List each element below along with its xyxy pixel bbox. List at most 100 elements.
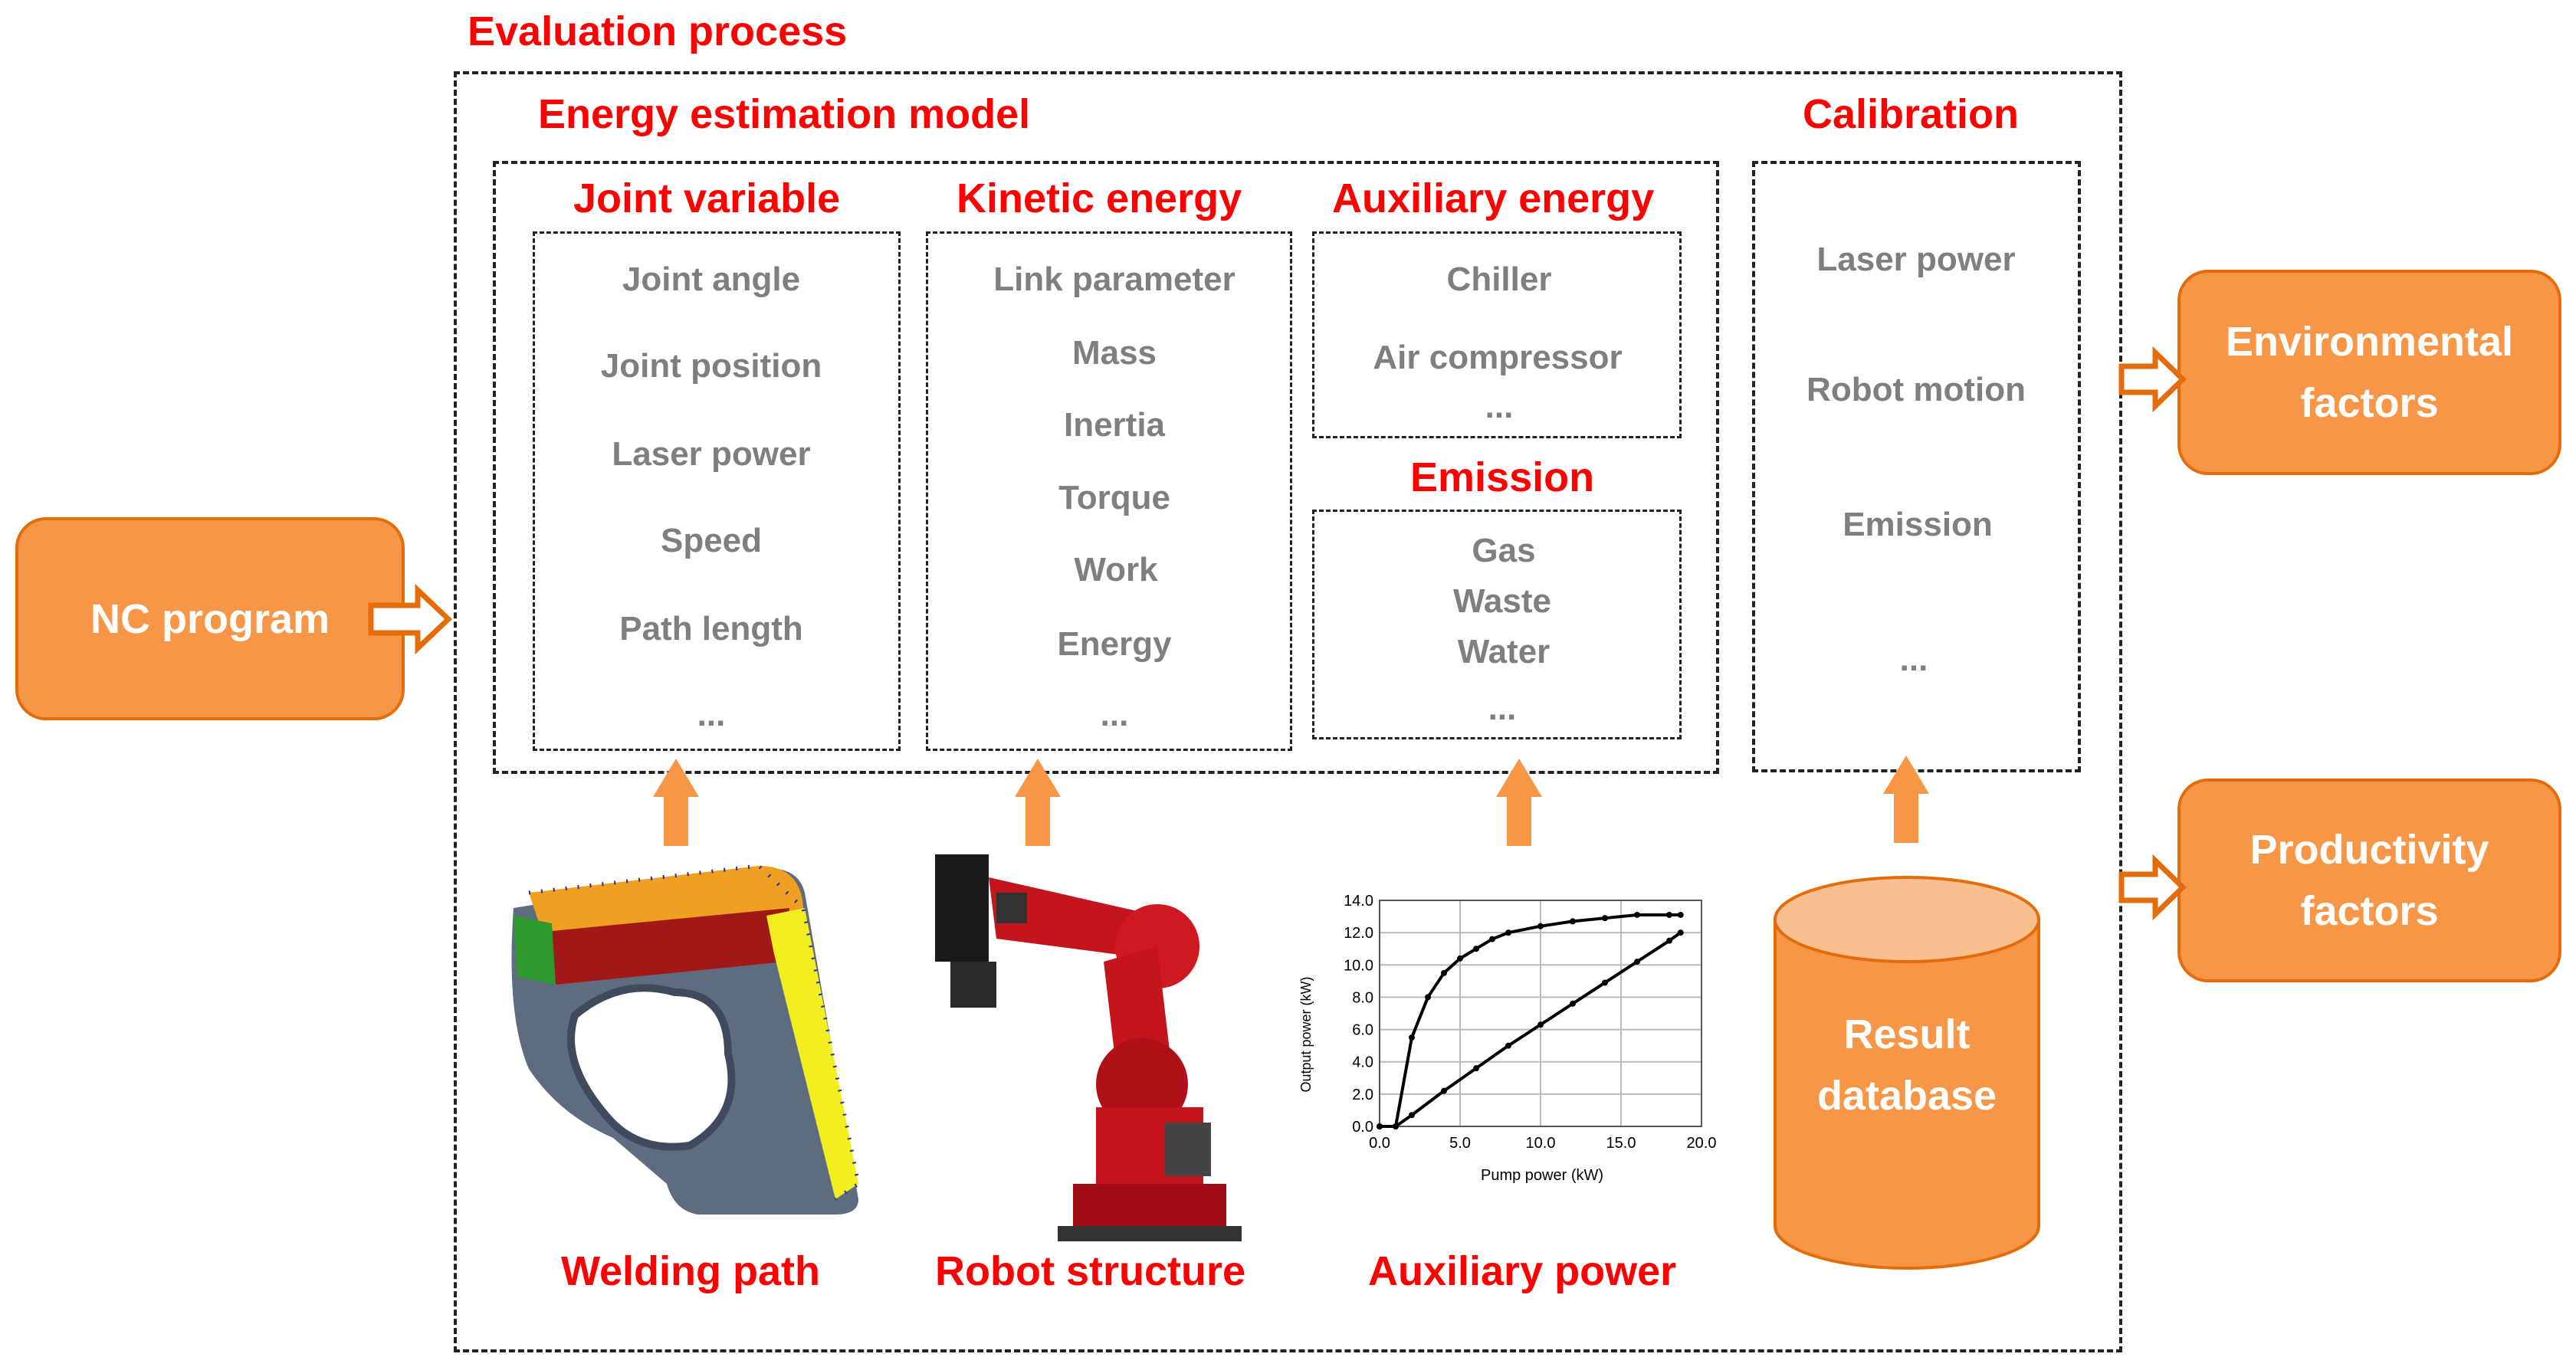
environmental-factors-label: factors xyxy=(2300,380,2439,426)
chart-point xyxy=(1666,937,1672,944)
chart-point xyxy=(1441,969,1447,976)
chart-point xyxy=(1634,959,1640,965)
chart-point xyxy=(1377,1123,1383,1129)
up-arrow-icon xyxy=(653,759,699,846)
chart-point xyxy=(1570,918,1576,925)
joint-variable-item: Joint angle xyxy=(622,261,801,298)
chart-tick-label: 12.0 xyxy=(1344,925,1373,942)
chart-series xyxy=(1377,911,1684,1129)
emission-item: ... xyxy=(1488,690,1517,727)
chart-tick-label: 4.0 xyxy=(1352,1054,1373,1071)
chart-tick-label: 5.0 xyxy=(1449,1135,1471,1152)
emission-item: Water xyxy=(1457,633,1551,670)
chart-tick-label: 15.0 xyxy=(1606,1135,1636,1152)
chart-point xyxy=(1602,979,1608,986)
kinetic-energy-title: Kinetic energy xyxy=(957,175,1242,221)
auxiliary-power-chart: 0.0 5.0 10.0 15.0 20.0 0.0 2.0 4.0 6.0 8.0 10.0 12.… xyxy=(1298,893,1716,1184)
chart-point xyxy=(1666,911,1672,918)
calibration-item: Emission xyxy=(1843,506,1993,543)
chart-point xyxy=(1441,1087,1447,1094)
calibration-item: Laser power xyxy=(1816,241,2016,278)
welding-path-label: Welding path xyxy=(561,1248,820,1294)
kinetic-energy-item: Energy xyxy=(1057,625,1172,663)
productivity-factors-label: factors xyxy=(2300,888,2439,934)
chart-tick-label: 6.0 xyxy=(1352,1022,1373,1039)
emission-title: Emission xyxy=(1410,454,1595,500)
result-database-label: Result database xyxy=(1769,1004,2045,1126)
auxiliary-power-label: Auxiliary power xyxy=(1368,1248,1677,1294)
emission-item: Gas xyxy=(1472,532,1536,569)
calibration-item: ... xyxy=(1899,641,1928,678)
nc-program-box: NC program xyxy=(15,517,405,720)
emission-frame xyxy=(1312,510,1682,739)
chart-tick-label: 8.0 xyxy=(1352,989,1373,1006)
chart-series-line xyxy=(1380,931,1682,1128)
chart-tick-label: 0.0 xyxy=(1369,1135,1390,1152)
result-database-icon xyxy=(1774,876,2040,1270)
kinetic-energy-item: Link parameter xyxy=(993,261,1235,298)
chart-point xyxy=(1393,1123,1399,1129)
calibration-frame xyxy=(1752,161,2081,772)
evaluation-process-frame xyxy=(454,71,2122,1352)
up-arrow-icon xyxy=(1015,759,1061,846)
chart-point xyxy=(1677,929,1684,936)
chart-tick-label: 2.0 xyxy=(1352,1087,1373,1103)
kinetic-energy-item: Work xyxy=(1074,551,1158,588)
joint-variable-item: Speed xyxy=(660,522,763,559)
chart-tick-label: 10.0 xyxy=(1344,957,1373,974)
joint-variable-frame xyxy=(533,231,901,751)
kinetic-energy-item: Mass xyxy=(1071,334,1157,372)
chart-point xyxy=(1489,936,1495,942)
joint-variable-item: Path length xyxy=(619,610,803,647)
chart-point xyxy=(1473,1065,1479,1072)
chart-point xyxy=(1634,911,1640,918)
chart-point xyxy=(1537,1021,1544,1028)
result-database-label-line: database xyxy=(1816,1073,1997,1119)
auxiliary-energy-item: Air compressor xyxy=(1373,339,1623,376)
chart-point xyxy=(1473,946,1479,952)
kinetic-energy-item: ... xyxy=(1100,696,1129,733)
emission-item: Waste xyxy=(1453,582,1551,620)
right-arrow-icon xyxy=(2118,346,2187,413)
chart-point xyxy=(1457,955,1463,962)
auxiliary-energy-item: ... xyxy=(1485,388,1514,425)
chart-point xyxy=(1537,923,1544,929)
productivity-factors-label: Productivity xyxy=(2249,827,2489,873)
kinetic-energy-item: Inertia xyxy=(1063,406,1166,444)
chart-point xyxy=(1570,1000,1576,1007)
auxiliary-energy-frame xyxy=(1312,231,1682,438)
chart-tick-label: 10.0 xyxy=(1526,1135,1556,1152)
joint-variable-title: Joint variable xyxy=(573,175,841,221)
chart-xlabel: Pump power (kW) xyxy=(1481,1167,1603,1184)
chart-point xyxy=(1505,929,1511,936)
joint-variable-item: Laser power xyxy=(612,435,811,473)
chart-tick-label: 20.0 xyxy=(1687,1135,1717,1152)
kinetic-energy-frame xyxy=(926,231,1292,751)
chart-point xyxy=(1677,911,1684,918)
up-arrow-icon xyxy=(1496,759,1542,846)
chart-point xyxy=(1505,1042,1511,1049)
robot-structure-image xyxy=(935,854,1242,1241)
productivity-factors-box: Productivity factors xyxy=(2177,779,2561,982)
chart-tick-label: 0.0 xyxy=(1352,1119,1373,1136)
joint-variable-item: ... xyxy=(697,696,726,733)
auxiliary-energy-title: Auxiliary energy xyxy=(1332,175,1655,221)
calibration-title: Calibration xyxy=(1803,91,2020,137)
environmental-factors-label: Environmental xyxy=(2225,319,2514,365)
chart-ticks: 0.0 5.0 10.0 15.0 20.0 0.0 2.0 4.0 6.0 8.0 10.0 12.… xyxy=(1344,893,1716,1152)
chart-tick-label: 14.0 xyxy=(1344,893,1373,910)
kinetic-energy-item: Torque xyxy=(1058,479,1170,516)
right-arrow-icon xyxy=(368,583,453,655)
energy-model-frame xyxy=(493,161,1719,774)
auxiliary-energy-item: Chiller xyxy=(1446,261,1552,298)
evaluation-process-title: Evaluation process xyxy=(468,8,848,54)
robot-structure-label: Robot structure xyxy=(935,1248,1245,1294)
up-arrow-icon xyxy=(1883,756,1929,843)
nc-program-label: NC program xyxy=(90,595,330,642)
energy-model-title: Energy estimation model xyxy=(538,91,1031,137)
chart-grid xyxy=(1379,900,1702,1127)
chart-point xyxy=(1602,915,1608,922)
calibration-item: Robot motion xyxy=(1806,371,2026,408)
